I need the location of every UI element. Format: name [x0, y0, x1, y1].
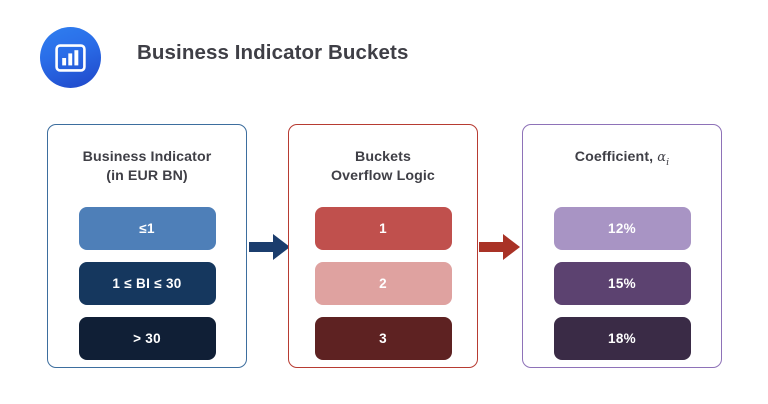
panel-buckets-rows: 1 2 3	[289, 207, 477, 360]
panel-business-indicator-rows: ≤1 1 ≤ BI ≤ 30 > 30	[48, 207, 246, 360]
arrow-right-icon-bi-to-buckets	[249, 232, 291, 262]
panel-coefficient: Coefficient, αi 12% 15% 18%	[522, 124, 722, 368]
bi-bucket-row-1[interactable]: ≤1	[78, 207, 216, 250]
alpha-subscript: i	[666, 156, 670, 168]
app-logo	[40, 27, 101, 88]
bucket-row-1[interactable]: 1	[314, 207, 452, 250]
flow-diagram: Business Indicator (in EUR BN) ≤1 1 ≤ BI…	[0, 124, 768, 370]
panel-coefficient-rows: 12% 15% 18%	[523, 207, 721, 360]
panel-buckets-overflow-logic-title: Buckets Overflow Logic	[289, 148, 477, 186]
coefficient-row-2[interactable]: 15%	[553, 262, 691, 305]
bi-bucket-row-2[interactable]: 1 ≤ BI ≤ 30	[78, 262, 216, 305]
panel-coefficient-title-line1: Coefficient,	[574, 149, 658, 165]
alpha-symbol: α	[657, 150, 667, 165]
bi-bucket-row-3[interactable]: > 30	[78, 317, 216, 360]
panel-buckets-overflow-logic: Buckets Overflow Logic 1 2 3	[288, 124, 478, 368]
bucket-row-3[interactable]: 3	[314, 317, 452, 360]
arrow-right-icon-buckets-to-coeff	[479, 232, 521, 262]
bucket-row-2[interactable]: 2	[314, 262, 452, 305]
panel-business-indicator-title-line2: (in EUR BN)	[106, 168, 188, 184]
panel-business-indicator-title: Business Indicator (in EUR BN)	[48, 148, 246, 186]
panel-buckets-title-line1: Buckets	[355, 149, 411, 165]
panel-business-indicator-title-line1: Business Indicator	[82, 149, 212, 165]
panel-business-indicator: Business Indicator (in EUR BN) ≤1 1 ≤ BI…	[47, 124, 247, 368]
panel-coefficient-title: Coefficient, αi	[523, 148, 721, 172]
panel-buckets-title-line2: Overflow Logic	[331, 168, 435, 184]
page-title: Business Indicator Buckets	[137, 41, 409, 64]
bar-chart-icon	[55, 43, 86, 72]
page-header: Business Indicator Buckets	[0, 0, 768, 112]
coefficient-row-1[interactable]: 12%	[553, 207, 691, 250]
coefficient-row-3[interactable]: 18%	[553, 317, 691, 360]
